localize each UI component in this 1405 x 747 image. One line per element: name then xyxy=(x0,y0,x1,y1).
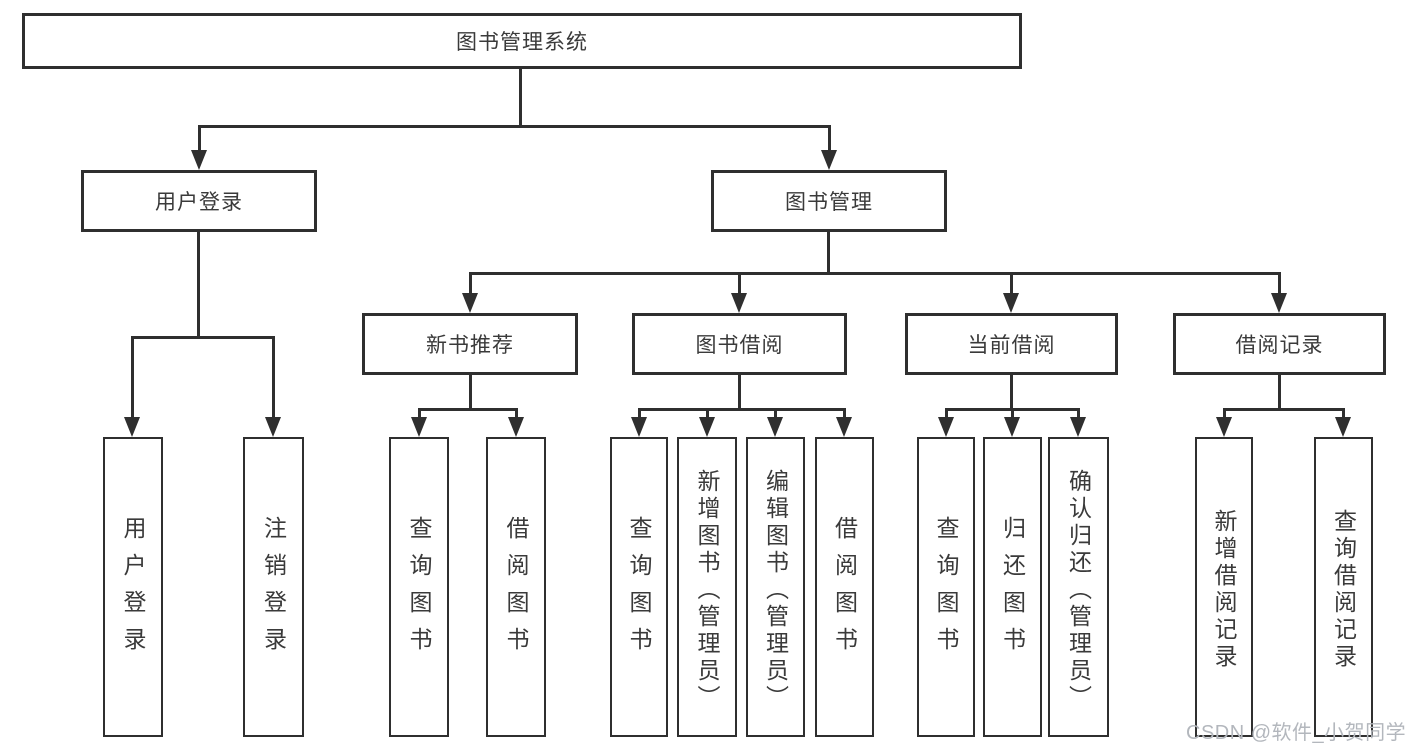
connector-line xyxy=(827,232,830,272)
connector-line xyxy=(1011,408,1014,419)
connector-line xyxy=(198,125,201,153)
leaf-query-borrow-record: 查询借阅记录 xyxy=(1314,437,1373,737)
connector-line xyxy=(1010,272,1013,296)
leaf-user-login: 用户登录 xyxy=(103,437,163,737)
node-library-management-system: 图书管理系统 xyxy=(22,13,1022,69)
leaf-borrow-books: 借阅图书 xyxy=(815,437,874,737)
connector-line xyxy=(515,408,518,419)
node-book-management: 图书管理 xyxy=(711,170,947,232)
leaf-query-books-borrowing: 查询图书 xyxy=(610,437,668,737)
connector-line xyxy=(706,408,709,419)
connector-line xyxy=(469,375,472,408)
arrowhead-down-icon xyxy=(411,417,427,437)
arrowhead-down-icon xyxy=(124,417,140,437)
node-user-login: 用户登录 xyxy=(81,170,317,232)
leaf-logout: 注销登录 xyxy=(243,437,304,737)
connector-line xyxy=(519,69,522,125)
connector-line xyxy=(131,336,275,339)
arrowhead-down-icon xyxy=(699,417,715,437)
arrowhead-down-icon xyxy=(631,417,647,437)
node-borrowing-records: 借阅记录 xyxy=(1173,313,1386,375)
arrowhead-down-icon xyxy=(265,417,281,437)
leaf-borrow-books-recommend: 借阅图书 xyxy=(486,437,546,737)
connector-line xyxy=(774,408,777,419)
connector-line xyxy=(198,125,831,128)
connector-line xyxy=(1223,408,1226,419)
leaf-query-books-recommend: 查询图书 xyxy=(389,437,449,737)
connector-line xyxy=(418,408,518,411)
connector-line xyxy=(418,408,421,419)
connector-line xyxy=(469,272,472,296)
connector-line xyxy=(638,408,641,419)
leaf-query-books-current: 查询图书 xyxy=(917,437,975,737)
arrowhead-down-icon xyxy=(462,293,478,313)
arrowhead-down-icon xyxy=(731,293,747,313)
connector-line xyxy=(131,336,134,419)
csdn-watermark: CSDN @软件_小贺同学 xyxy=(1186,722,1405,744)
arrowhead-down-icon xyxy=(1271,293,1287,313)
arrowhead-down-icon xyxy=(1216,417,1232,437)
leaf-add-books-admin: 新增图书（管理员） xyxy=(677,437,737,737)
connector-line xyxy=(1278,272,1281,296)
connector-line xyxy=(1342,408,1345,419)
node-current-borrowing: 当前借阅 xyxy=(905,313,1118,375)
connector-line xyxy=(945,408,948,419)
connector-line xyxy=(638,408,846,411)
connector-line xyxy=(272,336,275,419)
connector-line xyxy=(469,272,1281,275)
connector-line xyxy=(1278,375,1281,408)
arrowhead-down-icon xyxy=(191,150,207,170)
arrowhead-down-icon xyxy=(1070,417,1086,437)
connector-line xyxy=(1010,375,1013,408)
arrowhead-down-icon xyxy=(1003,293,1019,313)
arrowhead-down-icon xyxy=(508,417,524,437)
arrowhead-down-icon xyxy=(821,150,837,170)
arrowhead-down-icon xyxy=(836,417,852,437)
connector-line xyxy=(738,272,741,296)
leaf-return-books: 归还图书 xyxy=(983,437,1042,737)
connector-line xyxy=(738,375,741,408)
leaf-add-borrow-record: 新增借阅记录 xyxy=(1195,437,1253,737)
connector-line xyxy=(1223,408,1345,411)
node-book-borrowing: 图书借阅 xyxy=(632,313,847,375)
node-new-book-recommendation: 新书推荐 xyxy=(362,313,578,375)
connector-line xyxy=(843,408,846,419)
arrowhead-down-icon xyxy=(1335,417,1351,437)
connector-line xyxy=(828,125,831,153)
connector-line xyxy=(1077,408,1080,419)
arrowhead-down-icon xyxy=(938,417,954,437)
leaf-confirm-return-admin: 确认归还（管理员） xyxy=(1048,437,1109,737)
arrowhead-down-icon xyxy=(1004,417,1020,437)
leaf-edit-books-admin: 编辑图书（管理员） xyxy=(746,437,805,737)
connector-line xyxy=(197,232,200,336)
arrowhead-down-icon xyxy=(767,417,783,437)
